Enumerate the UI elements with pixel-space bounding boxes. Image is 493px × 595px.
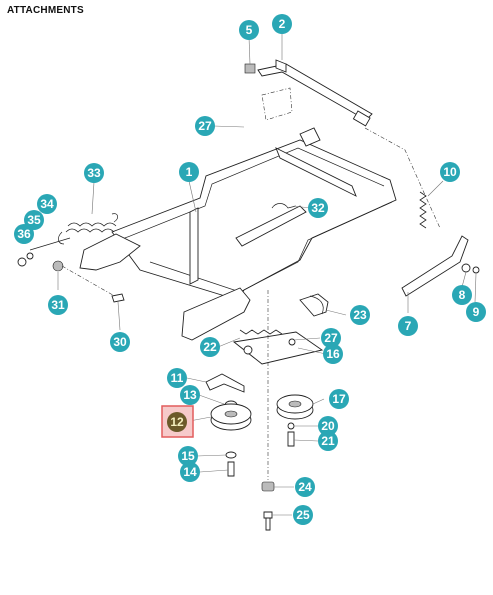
callout-label: 1 (186, 165, 193, 179)
callout-badge (239, 20, 259, 40)
callout-label: 36 (17, 227, 31, 241)
callout-badge (329, 389, 349, 409)
callout-label: 2 (279, 17, 286, 31)
callout-label: 27 (198, 119, 212, 133)
callout-24[interactable]: 24 (295, 477, 315, 497)
callout-label: 14 (183, 465, 197, 479)
callout-5[interactable]: 5 (239, 20, 259, 40)
callout-badge (293, 505, 313, 525)
callout-31[interactable]: 31 (48, 295, 68, 315)
callout-badge (110, 332, 130, 352)
callout-badge (84, 163, 104, 183)
callout-8[interactable]: 8 (452, 285, 472, 305)
callout-14[interactable]: 14 (180, 462, 200, 482)
callout-label: 25 (296, 508, 310, 522)
callout-27[interactable]: 27 (195, 116, 215, 136)
page-title: ATTACHMENTS (7, 5, 84, 16)
callout-badge (14, 224, 34, 244)
callout-13[interactable]: 13 (180, 385, 200, 405)
callout-1[interactable]: 1 (179, 162, 199, 182)
callout-15[interactable]: 15 (178, 446, 198, 466)
callout-12[interactable]: 12 (167, 412, 187, 432)
callout-label: 11 (171, 371, 184, 385)
callout-20[interactable]: 20 (318, 416, 338, 436)
callout-badge (179, 162, 199, 182)
callout-label: 13 (183, 388, 197, 402)
line-art (17, 59, 480, 531)
callout-17[interactable]: 17 (329, 389, 349, 409)
callout-badge (398, 316, 418, 336)
callout-label: 22 (203, 340, 217, 354)
callout-label: 20 (321, 419, 335, 433)
callout-badge (180, 462, 200, 482)
callout-label: 5 (246, 23, 253, 37)
callout-badge (295, 477, 315, 497)
callout-label: 21 (321, 434, 335, 448)
callout-25[interactable]: 25 (293, 505, 313, 525)
callout-badge (200, 337, 220, 357)
callout-badge (180, 385, 200, 405)
callout-36[interactable]: 36 (14, 224, 34, 244)
callout-35[interactable]: 35 (24, 210, 44, 230)
callout-badge (466, 302, 486, 322)
callout-34[interactable]: 34 (37, 194, 57, 214)
callout-32[interactable]: 32 (308, 198, 328, 218)
callout-label: 30 (113, 335, 127, 349)
callout-badge (178, 446, 198, 466)
callout-label: 7 (405, 319, 412, 333)
callout-badge (195, 116, 215, 136)
callout-16[interactable]: 16 (323, 344, 343, 364)
callout-badge (440, 162, 460, 182)
callout-label: 16 (326, 347, 340, 361)
callout-badge (350, 305, 370, 325)
callout-badge (48, 295, 68, 315)
callout-badge (167, 412, 187, 432)
callout-label: 10 (443, 165, 457, 179)
callout-27[interactable]: 27 (321, 328, 341, 348)
callout-badge (321, 328, 341, 348)
callout-label: 15 (181, 449, 195, 463)
callout-21[interactable]: 21 (318, 431, 338, 451)
callout-33[interactable]: 33 (84, 163, 104, 183)
callout-badge (318, 416, 338, 436)
callout-badge (308, 198, 328, 218)
callout-badge (272, 14, 292, 34)
callout-2[interactable]: 2 (272, 14, 292, 34)
callout-label: 17 (332, 392, 346, 406)
callout-badge (452, 285, 472, 305)
callout-label: 32 (311, 201, 325, 215)
callout-7[interactable]: 7 (398, 316, 418, 336)
callout-9[interactable]: 9 (466, 302, 486, 322)
callout-label: 8 (459, 288, 466, 302)
callout-badge (323, 344, 343, 364)
callout-label: 33 (87, 166, 101, 180)
callout-badge (24, 210, 44, 230)
callout-label: 24 (298, 480, 312, 494)
callout-10[interactable]: 10 (440, 162, 460, 182)
callout-label: 12 (170, 415, 184, 429)
callout-label: 35 (27, 213, 41, 227)
callout-label: 34 (40, 197, 54, 211)
callout-22[interactable]: 22 (200, 337, 220, 357)
callout-30[interactable]: 30 (110, 332, 130, 352)
callout-badge (318, 431, 338, 451)
callout-badge (167, 368, 187, 388)
callout-label: 23 (353, 308, 367, 322)
callout-badge (37, 194, 57, 214)
callout-label: 9 (473, 305, 480, 319)
callout-label: 27 (324, 331, 338, 345)
leader-lines (57, 32, 477, 516)
callout-label: 31 (51, 298, 65, 312)
callout-23[interactable]: 23 (350, 305, 370, 325)
callout-11[interactable]: 11 (167, 368, 187, 388)
